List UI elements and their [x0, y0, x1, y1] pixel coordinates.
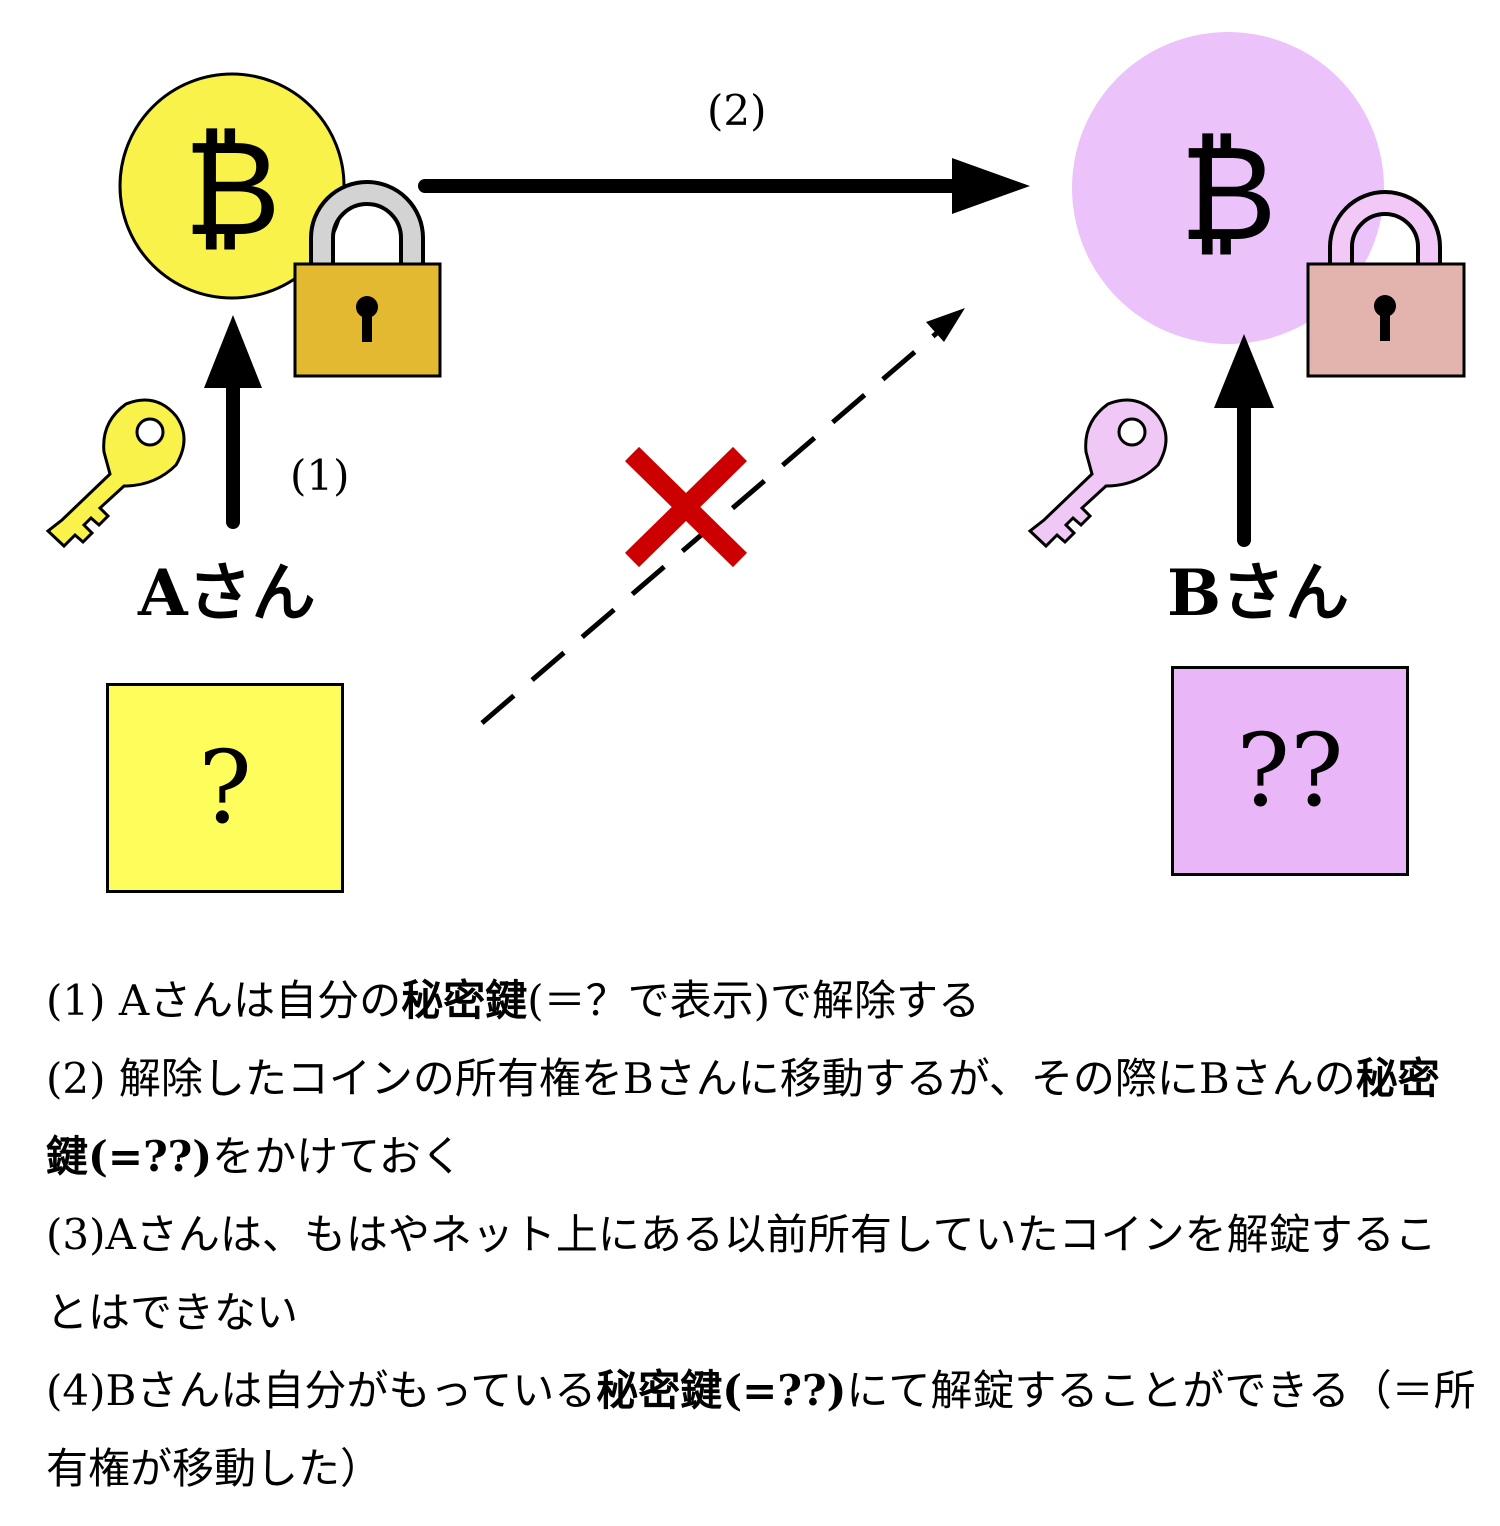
dashed-arrow-3	[480, 308, 965, 725]
note-3: (3)Aさんは、もはやネット上にある以前所有していたコインを解錠することはできな…	[46, 1210, 1437, 1337]
person-a-label: Aさん	[138, 556, 316, 631]
step-1-label: (1)	[290, 451, 350, 500]
padlock-icon	[293, 180, 442, 378]
step-2-label: (2)	[707, 86, 767, 135]
private-key-a-text: ?	[198, 729, 252, 846]
key-icon	[1027, 398, 1168, 549]
bitcoin-coin-icon: ₿	[1072, 32, 1384, 344]
arrow-2	[418, 158, 1030, 214]
private-key-box-b: ??	[1171, 666, 1409, 876]
private-key-box-a: ?	[106, 683, 344, 893]
arrow-1	[204, 315, 262, 529]
private-key-b-text: ??	[1236, 712, 1344, 829]
key-icon	[45, 398, 186, 549]
diagram-canvas: ₿ ₿	[45, 32, 1466, 725]
notes: (1) Aさんは自分の秘密鍵(＝？で表示)で解除する (2) 解除したコインの所…	[46, 962, 1476, 1508]
note-1: (1) Aさんは自分の秘密鍵(＝？で表示)で解除する	[46, 976, 980, 1025]
note-2: (2) 解除したコインの所有権をBさんに移動するが、その際にBさんの秘密鍵(=?…	[46, 1054, 1440, 1181]
bitcoin-symbol: ₿	[1179, 117, 1277, 271]
bitcoin-symbol: ₿	[183, 112, 281, 266]
arrow-b	[1214, 334, 1274, 547]
bitcoin-coin-icon: ₿	[118, 72, 346, 300]
padlock-icon	[1306, 190, 1466, 378]
note-4: (4)Bさんは自分がもっている秘密鍵(=??)にて解錠することができる（＝所有権…	[46, 1366, 1476, 1493]
person-b-label: Bさん	[1167, 556, 1350, 631]
cross-icon	[624, 446, 748, 568]
